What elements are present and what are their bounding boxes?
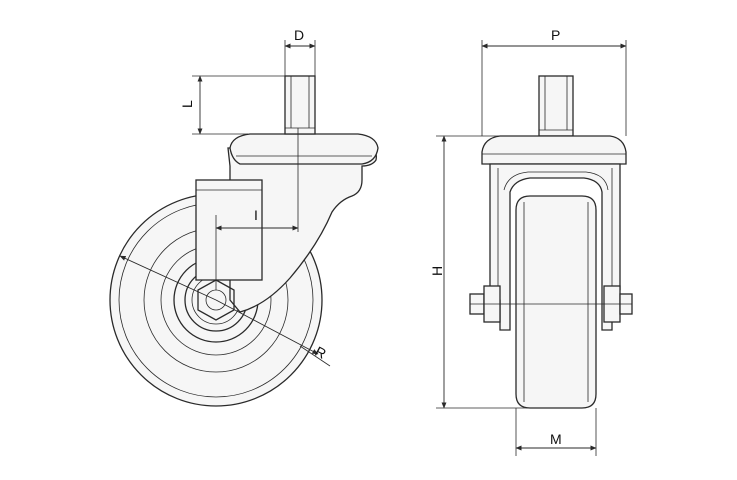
dim-R (119, 255, 331, 367)
dim-I (215, 215, 299, 290)
dim-H (436, 135, 530, 409)
label-L: L (179, 100, 195, 108)
label-P: P (551, 27, 560, 43)
label-D: D (294, 27, 304, 43)
axle-nut (197, 279, 235, 321)
front-axle (469, 285, 633, 323)
side-fork (227, 147, 377, 313)
label-H: H (429, 266, 445, 276)
side-fork-leg (195, 179, 263, 281)
front-wheel (515, 195, 597, 409)
front-view: P H M (429, 27, 633, 456)
dim-M (515, 408, 597, 456)
side-view: D L I R (109, 27, 379, 407)
dim-D (284, 40, 316, 76)
front-top-plate (481, 135, 627, 165)
dim-P (481, 40, 627, 136)
label-I: I (254, 207, 258, 223)
side-stem (284, 75, 316, 135)
side-top-plate (229, 133, 379, 165)
dim-L (192, 75, 285, 135)
front-stem (538, 75, 574, 137)
label-M: M (550, 431, 562, 447)
label-R: R (312, 343, 328, 362)
